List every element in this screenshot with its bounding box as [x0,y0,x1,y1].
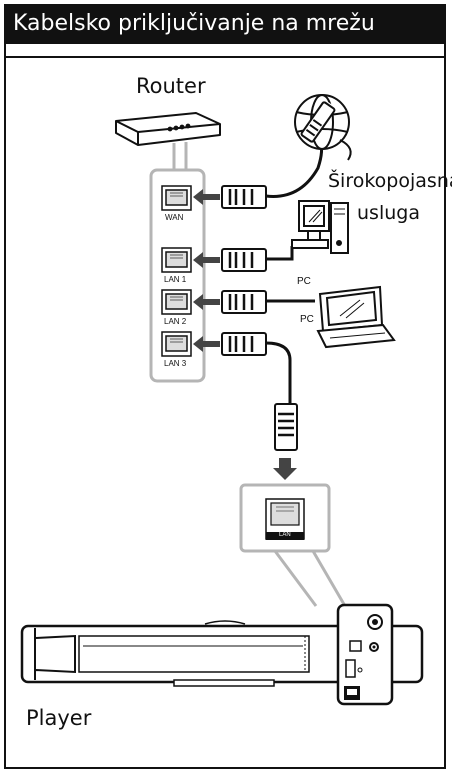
ethernet-plugs [221,185,267,356]
laptop-icon [316,285,396,349]
lan1-port-label: LAN 1 [164,275,187,284]
lan2-arrow-icon [193,294,220,310]
header-divider [4,56,446,58]
lan2-port [161,289,192,315]
lan2-port-label: LAN 2 [164,317,187,326]
pc-label-2: PC [300,314,314,325]
wan-port [161,185,192,211]
player-back-panel [336,603,394,706]
player-device [20,620,424,687]
router-ports [161,185,192,357]
player-lan-label: LAN [279,532,291,538]
lan2-plug-icon [221,290,267,314]
lan1-plug-icon [221,248,267,272]
lan1-arrow-icon [193,252,220,268]
wan-port-label: WAN [165,213,184,222]
lan3-port-label: LAN 3 [164,359,187,368]
lan1-cable [266,246,294,261]
lan1-port [161,247,192,273]
lan3-cable [265,341,292,405]
lan-zoom-panel [239,483,347,607]
desktop-pc-icon [291,200,349,254]
player-cable-plug-icon [274,403,298,451]
router-label: Router [136,74,206,98]
lan3-arrow-icon [193,336,220,352]
pc-label-1: PC [297,276,311,287]
page-title: Kabelsko priključivanje na mrežu [4,4,446,44]
lan3-port [161,331,192,357]
broadband-label-line2: usluga [357,202,420,224]
router-port-panel [149,142,206,383]
down-arrow-icon [273,458,297,480]
lan3-plug-icon [221,332,267,356]
globe-icon [294,94,352,161]
wan-plug-icon [221,185,267,209]
router-icon [115,112,221,146]
wan-arrow-icon [193,189,220,205]
player-label: Player [26,706,92,730]
cables [265,139,324,405]
broadband-label-line1: Širokopojasna [328,170,452,192]
port-arrows [193,189,220,352]
